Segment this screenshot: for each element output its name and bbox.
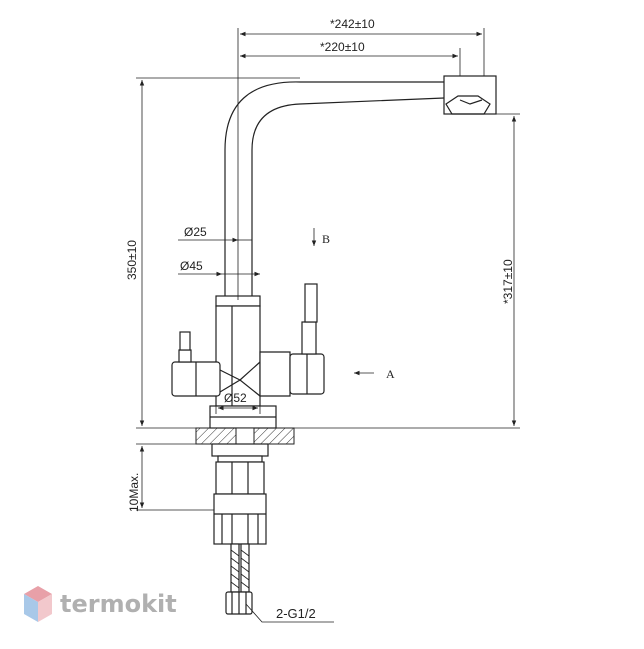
faucet-body	[171, 75, 497, 429]
label-deck-thickness: 10Max.	[127, 473, 141, 512]
right-handle	[304, 283, 318, 323]
label-handle-diameter: Ø52	[224, 391, 247, 405]
right-handle-stem	[301, 321, 317, 355]
spout-tube-outer	[224, 81, 460, 300]
label-view-a: A	[386, 367, 395, 381]
aerator	[445, 95, 491, 115]
logo-text: termokit	[60, 590, 177, 618]
deck-section	[195, 427, 295, 445]
lock-nut	[211, 443, 269, 457]
spout-tube-inner	[251, 97, 445, 300]
shank	[215, 461, 265, 495]
label-total-height: 350±10	[125, 240, 139, 280]
deck-hatch-left	[195, 427, 237, 445]
spout-tip	[443, 75, 497, 115]
right-valve-body	[259, 351, 291, 397]
label-base-diameter: Ø45	[180, 259, 203, 273]
label-spout-reach: *220±10	[320, 40, 365, 54]
label-view-b: B	[322, 232, 330, 246]
logo-mark-icon	[24, 586, 52, 622]
label-body-diameter: Ø25	[184, 225, 207, 239]
termokit-logo: termokit	[24, 586, 177, 622]
under-deck-fixing	[211, 443, 269, 545]
connection-leader	[245, 603, 334, 623]
dimension-lines	[136, 28, 520, 623]
left-handle-stem	[178, 349, 192, 363]
label-overall-reach: *242±10	[330, 17, 375, 31]
fixing-nut	[213, 493, 267, 545]
label-spout-height: *317±10	[501, 259, 515, 304]
left-handle	[179, 331, 191, 351]
label-connection: 2-G1/2	[276, 606, 316, 621]
flexible-hoses	[225, 543, 253, 615]
deck-hatch-right	[253, 427, 295, 445]
